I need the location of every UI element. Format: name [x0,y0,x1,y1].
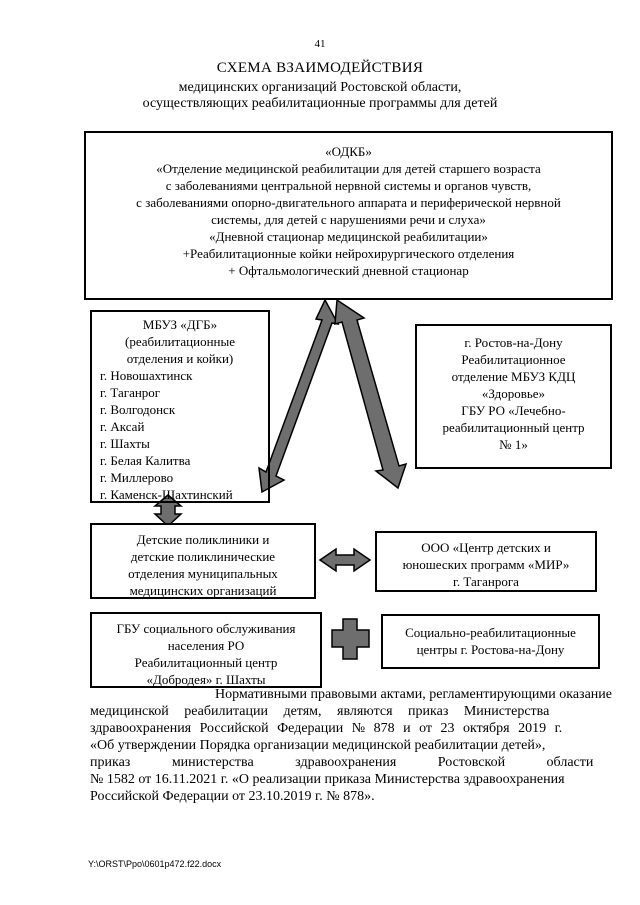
gbu-line: Реабилитационный центр [134,655,278,670]
dgb-city: г. Каменск-Шахтинский [100,487,233,502]
dgb-city: г. Аксай [100,419,145,434]
gbu-line: населения РО [167,638,245,653]
rostov-line: Реабилитационное [461,352,566,367]
dgb-header-line: отделения и койки) [126,351,234,366]
arrow-odkb-rostov [334,298,408,490]
social-centres-box: Социально-реабилитационные центры г. Рос… [381,614,600,669]
gbu-box: ГБУ социального обслуживания населения Р… [90,612,322,688]
dgb-header-line: (реабилитационные [125,334,235,349]
rostov-line: № 1» [499,437,528,452]
body-line: здравоохранения Российской Федерации № 8… [90,721,563,736]
body-line: приказ министерства здравоохранения Рост… [90,755,594,770]
polyclinics-line: Детские поликлиники и [136,532,270,547]
rostov-line: отделение МБУЗ КДЦ [451,369,576,384]
rostov-line: г. Ростов-на-Дону [464,335,563,350]
social-line: Социально-реабилитационные [405,625,576,640]
dgb-city: г. Миллерово [100,470,174,485]
arrow-polyclinics-mir [318,547,372,573]
body-line: Российской Федерации от 23.10.2019 г. № … [90,789,375,804]
body-line: № 1582 от 16.11.2021 г. «О реализации пр… [90,772,565,787]
polyclinics-line: детские поликлинические [130,549,276,564]
body-line: медицинской реабилитации детям, являются… [90,704,550,719]
scheme-subtitle-line-1: медицинских организаций Ростовской облас… [178,80,462,95]
gbu-line: «Добродея» г. Шахты [146,672,266,687]
mir-line: ООО «Центр детских и [421,540,551,555]
odkb-line: с заболеваниями центральной нервной сист… [165,178,532,193]
mir-line: юношеских программ «МИР» [402,557,570,572]
polyclinics-box: Детские поликлиники и детские поликлинич… [90,523,316,599]
body-line: Нормативными правовыми актами, регламент… [214,687,612,702]
mir-box: ООО «Центр детских и юношеских программ … [375,531,597,592]
body-paragraph: Нормативными правовыми актами, регламент… [90,686,612,805]
odkb-line: «Отделение медицинской реабилитации для … [156,161,541,176]
odkb-line: +Реабилитационные койки нейрохирургическ… [182,246,515,261]
rostov-line: реабилитационный центр [442,420,585,435]
gbu-line: ГБУ социального обслуживания [116,621,296,636]
odkb-line: с заболеваниями опорно-двигательного апп… [136,195,561,210]
body-line: «Об утверждении Порядка организации меди… [90,738,546,753]
dgb-box: МБУЗ «ДГБ» (реабилитационные отделения и… [90,310,270,503]
dgb-city: г. Белая Калитва [100,453,191,468]
odkb-box: «ОДКБ» «Отделение медицинской реабилитац… [84,131,613,300]
page-number: 41 [314,38,326,50]
dgb-header-line: МБУЗ «ДГБ» [142,317,218,332]
cross-gbu-social [331,618,370,660]
rostov-line: «Здоровье» [481,386,546,401]
dgb-city: г. Таганрог [100,385,161,400]
footer-file-path: Y:\ORST\Ppo\0601p472.f22.docx [88,859,222,869]
odkb-line: + Офтальмологический дневной стационар [228,263,469,278]
odkb-line: системы, для детей с нарушениями речи и … [211,212,486,227]
scheme-title: СХЕМА ВЗАИМОДЕЙСТВИЯ [216,60,424,76]
mir-line: г. Таганрога [453,574,519,589]
rostov-line: ГБУ РО «Лечебно- [461,403,566,418]
social-line: центры г. Ростова-на-Дону [416,642,565,657]
polyclinics-line: отделения муниципальных [128,566,278,581]
odkb-line: «ОДКБ» [325,144,372,159]
rostov-box: г. Ростов-на-Дону Реабилитационное отдел… [415,324,612,469]
polyclinics-line: медицинских организаций [129,583,277,598]
dgb-city: г. Шахты [100,436,150,451]
arrow-odkb-dgb [258,298,340,494]
dgb-city: г. Новошахтинск [100,368,193,383]
odkb-line: «Дневной стационар медицинской реабилита… [209,229,488,244]
scheme-subtitle-line-2: осуществляющих реабилитационные программ… [142,96,498,111]
dgb-city: г. Волгодонск [100,402,176,417]
